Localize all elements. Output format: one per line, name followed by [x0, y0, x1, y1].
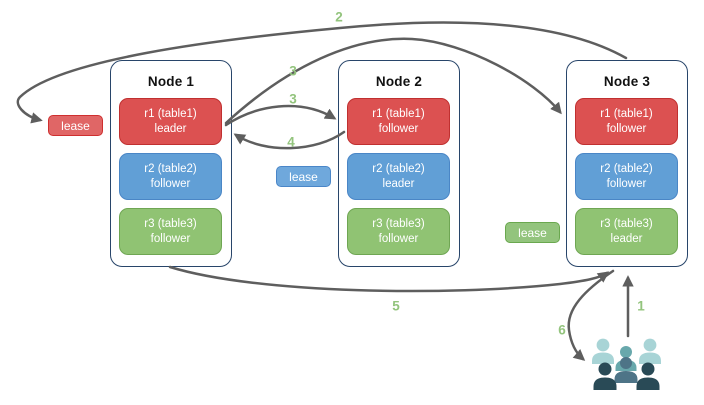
replica-name: r3 (table3) [144, 217, 197, 230]
lease-label: lease [518, 225, 547, 240]
node-1-replica-r1: r1 (table1) leader [119, 98, 222, 145]
arrow-label-step-3a: 3 [289, 63, 297, 79]
arrow-label-step-5: 5 [392, 298, 400, 314]
replica-role: follower [378, 232, 419, 245]
node-1-title: Node 1 [147, 74, 195, 89]
replica-role: leader [382, 177, 415, 190]
lease-label: lease [289, 169, 318, 184]
node-3: Node 3 r1 (table1) follower r2 (table2) … [566, 60, 688, 267]
arrow-step-6 [567, 269, 615, 361]
node-1: Node 1 r1 (table1) leader r2 (table2) fo… [110, 60, 232, 267]
replica-role: leader [610, 232, 643, 245]
replica-role: follower [606, 122, 647, 135]
node-2: Node 2 r1 (table1) follower r2 (table2) … [338, 60, 460, 267]
node-2-replica-r3: r3 (table3) follower [347, 208, 450, 255]
node-2-replica-r2: r2 (table2) leader [347, 153, 450, 200]
lease-badge-r2: lease [276, 166, 331, 187]
lease-label: lease [61, 118, 90, 133]
replica-role: follower [606, 177, 647, 190]
replica-name: r1 (table1) [144, 107, 197, 120]
users-group-icon [592, 338, 661, 390]
node-3-replica-r2: r2 (table2) follower [575, 153, 678, 200]
arrow-label-step-4: 4 [287, 134, 295, 150]
arrow-step-3-to-node2 [224, 104, 337, 127]
replica-name: r3 (table3) [372, 217, 425, 230]
replica-name: r1 (table1) [600, 107, 653, 120]
node-2-replica-r1: r1 (table1) follower [347, 98, 450, 145]
replica-name: r2 (table2) [600, 162, 653, 175]
arrow-label-step-2: 2 [335, 9, 343, 25]
replica-name: r2 (table2) [144, 162, 197, 175]
node-3-title: Node 3 [603, 74, 651, 89]
replica-name: r3 (table3) [600, 217, 653, 230]
replica-role: follower [150, 177, 191, 190]
node-3-replica-r3: r3 (table3) leader [575, 208, 678, 255]
arrow-label-step-6: 6 [558, 322, 566, 338]
lease-badge-r3: lease [505, 222, 560, 243]
node-1-replica-r2: r2 (table2) follower [119, 153, 222, 200]
node-1-replica-r3: r3 (table3) follower [119, 208, 222, 255]
replica-name: r1 (table1) [372, 107, 425, 120]
replica-role: leader [154, 122, 187, 135]
replica-role: follower [378, 122, 419, 135]
node-2-title: Node 2 [375, 74, 423, 89]
arrow-step-5 [168, 265, 610, 293]
arrow-label-step-3b: 3 [289, 91, 297, 107]
replica-role: follower [150, 232, 191, 245]
arrow-label-step-1: 1 [637, 298, 645, 314]
replica-name: r2 (table2) [372, 162, 425, 175]
lease-badge-r1: lease [48, 115, 103, 136]
node-3-replica-r1: r1 (table1) follower [575, 98, 678, 145]
